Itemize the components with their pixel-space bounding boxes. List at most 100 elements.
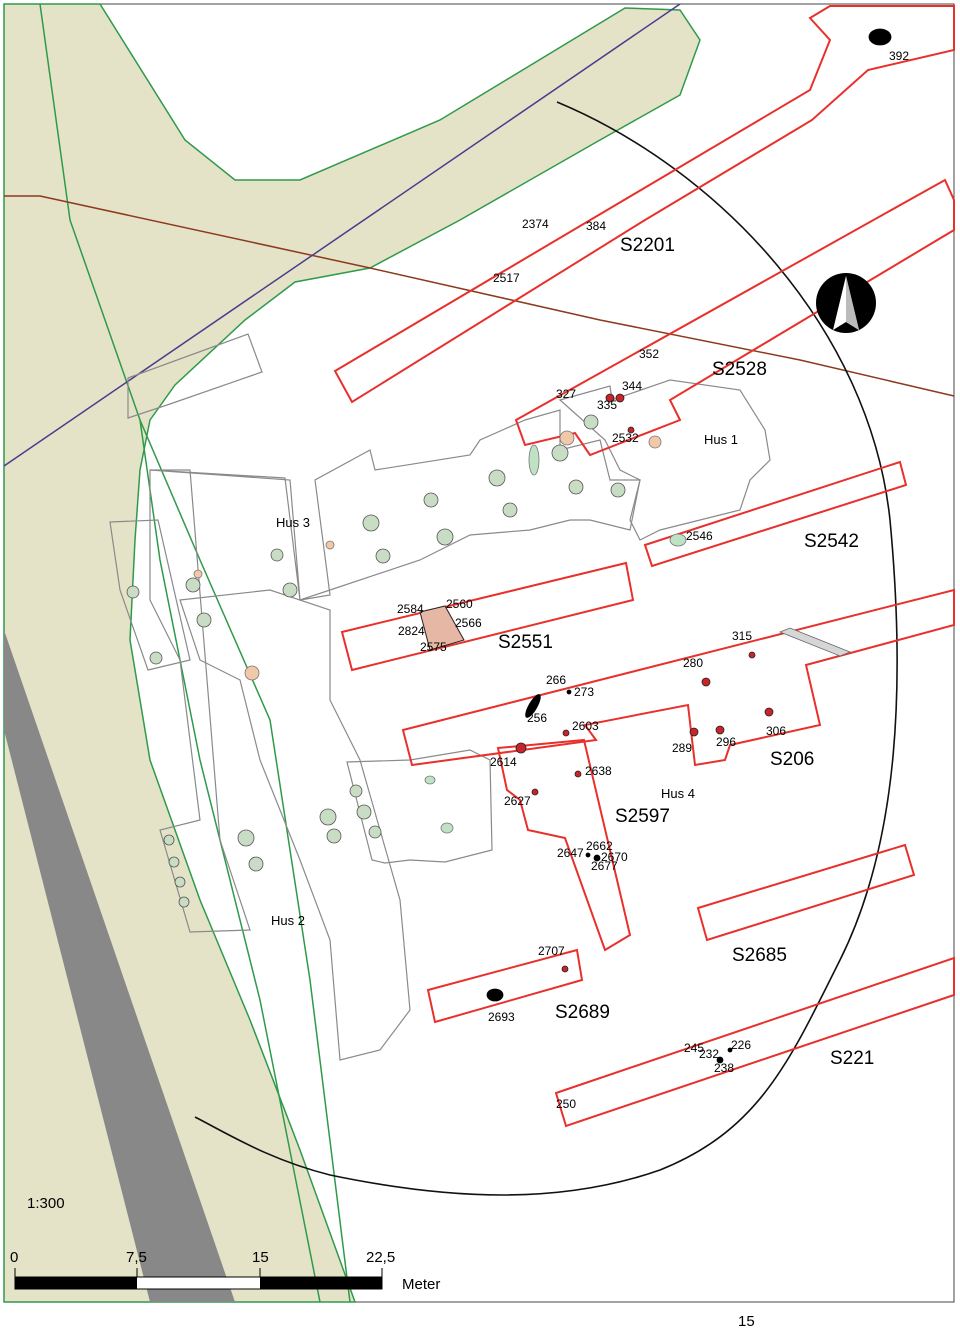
feature-label: 2638 <box>585 764 612 778</box>
feature-labels: 392 2374 384 2517 352 327 344 335 2532 2… <box>397 49 909 1111</box>
pit-black <box>716 1056 724 1064</box>
pit-light <box>440 822 454 834</box>
north-arrow-icon <box>816 273 876 333</box>
trench-labels: S2201 S2528 S2542 S2551 S206 S2597 S2685… <box>498 235 874 1069</box>
pit-red <box>515 742 527 754</box>
pit-red <box>689 727 699 737</box>
house-label: Hus 3 <box>276 515 310 530</box>
feature-label: 296 <box>716 735 736 749</box>
feature-label: 2614 <box>490 755 517 769</box>
trench-s2528 <box>514 178 955 457</box>
pit-green <box>185 577 201 593</box>
pit-red <box>701 677 711 687</box>
trench-s2542 <box>643 460 908 568</box>
pit-green <box>362 514 380 532</box>
pit-green <box>583 414 599 430</box>
field-area-north <box>3 3 701 1303</box>
pit-red <box>615 393 625 403</box>
trench-label: S2689 <box>555 1002 610 1023</box>
feature-label: 2560 <box>446 597 473 611</box>
house-label: Hus 1 <box>704 432 738 447</box>
pit-red <box>562 729 570 737</box>
feature-label: 2532 <box>612 431 639 445</box>
pit-green <box>551 444 569 462</box>
pit-green <box>270 548 284 562</box>
building-outline-hus3 <box>149 409 641 601</box>
feature-label: 2707 <box>538 944 565 958</box>
house-label: Hus 2 <box>271 913 305 928</box>
pit-green <box>349 784 363 798</box>
pits-light <box>424 444 687 834</box>
pit-red <box>605 393 615 403</box>
house-label: Hus 4 <box>661 786 695 801</box>
feature-label: 352 <box>639 347 659 361</box>
feature-label: 335 <box>597 398 617 412</box>
pits-green <box>126 414 626 908</box>
feature-label: 226 <box>731 1038 751 1052</box>
building-outline-hus1 <box>558 379 771 541</box>
pit-green <box>163 834 175 846</box>
pit-orange <box>648 435 662 449</box>
feature-label: 289 <box>672 741 692 755</box>
trench-s2689 <box>426 948 584 1024</box>
feature-label: 306 <box>766 724 786 738</box>
power-line <box>3 3 681 467</box>
pit-light <box>424 775 436 785</box>
scale-bar: 0 7,5 15 22,5 Meter <box>10 1249 440 1293</box>
feature-label: 315 <box>732 629 752 643</box>
feature-label: 327 <box>556 387 576 401</box>
pit-green <box>237 829 255 847</box>
feature-label: 2824 <box>398 624 425 638</box>
scale-tick-label: 0 <box>10 1249 18 1266</box>
pit-red <box>748 651 756 659</box>
boundary-line <box>4 195 955 397</box>
pit-green <box>326 828 342 844</box>
pit-black <box>525 694 541 718</box>
field-boundaries <box>39 3 351 1303</box>
pit-green <box>126 585 140 599</box>
field-boundary-1 <box>39 3 351 1303</box>
feature-label: 2693 <box>488 1010 515 1024</box>
feature-label: 2662 <box>586 839 613 853</box>
pit-green <box>356 804 372 820</box>
feature-label: 280 <box>683 656 703 670</box>
pit-black <box>486 988 504 1002</box>
feature-label: 2566 <box>455 616 482 630</box>
trench-s221 <box>554 956 955 1128</box>
trench-s2201 <box>333 5 955 404</box>
trench-label: S2201 <box>620 235 675 256</box>
feature-label: 250 <box>556 1097 576 1111</box>
road <box>4 630 235 1302</box>
pit-black <box>585 852 591 858</box>
pit-green <box>168 856 180 868</box>
trench-label: S2551 <box>498 632 553 653</box>
excavation-limit <box>194 101 898 1196</box>
pit-orange <box>244 665 260 681</box>
trench-label: S221 <box>830 1048 874 1069</box>
trenches <box>333 5 955 1128</box>
pit-red <box>531 788 539 796</box>
pit-green <box>248 856 264 872</box>
pit-light <box>528 444 540 476</box>
pit-red <box>715 725 725 735</box>
scale-unit: Meter <box>402 1276 440 1293</box>
scale-tick-label: 22,5 <box>366 1249 395 1266</box>
feature-label: 2627 <box>504 794 531 808</box>
pits-orange <box>193 430 662 681</box>
feature-label: 392 <box>889 49 909 63</box>
pit-green <box>488 469 506 487</box>
feature-label: 2374 <box>522 217 549 231</box>
pit-red <box>561 965 569 973</box>
pit-black <box>868 28 892 46</box>
pit-green <box>319 808 337 826</box>
building-outline-nw <box>127 333 263 419</box>
building-outline-hus2 <box>179 589 411 1061</box>
feature-label: 256 <box>527 711 547 725</box>
pit-orange <box>193 569 203 579</box>
field-areas <box>3 3 701 1303</box>
pit-green <box>178 896 190 908</box>
feature-label: 2677 <box>591 859 618 873</box>
pit-green <box>368 825 382 839</box>
pit-green <box>174 876 186 888</box>
pit-green <box>423 492 439 508</box>
